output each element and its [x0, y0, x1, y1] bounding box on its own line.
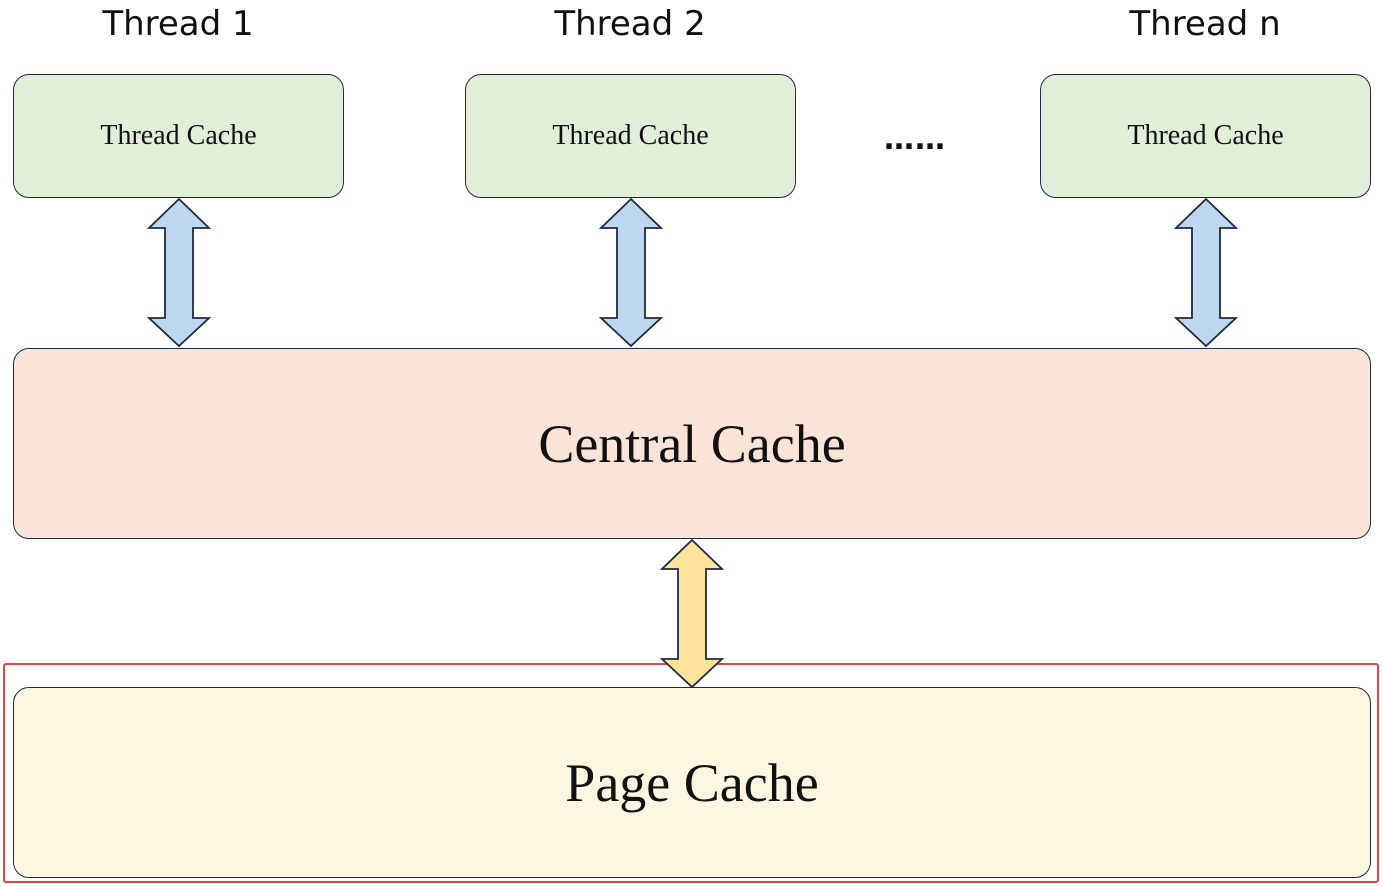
thread-cache-n-label: Thread Cache [1127, 120, 1284, 151]
central-cache-label: Central Cache [538, 413, 846, 474]
thread-cache-1-label: Thread Cache [100, 120, 257, 151]
thread-n-title: Thread n [1129, 4, 1281, 44]
double-arrow-icon [659, 538, 725, 689]
thread-cache-2-label: Thread Cache [552, 120, 709, 151]
thread-2-title: Thread 2 [554, 4, 706, 44]
thread-1-central-double-arrow [146, 197, 212, 348]
double-arrow-icon [1173, 197, 1239, 348]
page-cache-box: Page Cache [13, 687, 1371, 878]
page-cache-label: Page Cache [565, 752, 819, 813]
thread-n-central-double-arrow [1173, 197, 1239, 348]
thread-2-central-double-arrow [598, 197, 664, 348]
central-cache-box: Central Cache [13, 348, 1371, 539]
central-page-double-arrow [659, 538, 725, 689]
thread-cache-1: Thread Cache [13, 74, 344, 198]
double-arrow-icon [146, 197, 212, 348]
double-arrow-icon [598, 197, 664, 348]
thread-1-title: Thread 1 [102, 4, 254, 44]
thread-cache-n: Thread Cache [1040, 74, 1371, 198]
thread-cache-2: Thread Cache [465, 74, 796, 198]
more-threads-ellipsis: …… [884, 122, 946, 157]
